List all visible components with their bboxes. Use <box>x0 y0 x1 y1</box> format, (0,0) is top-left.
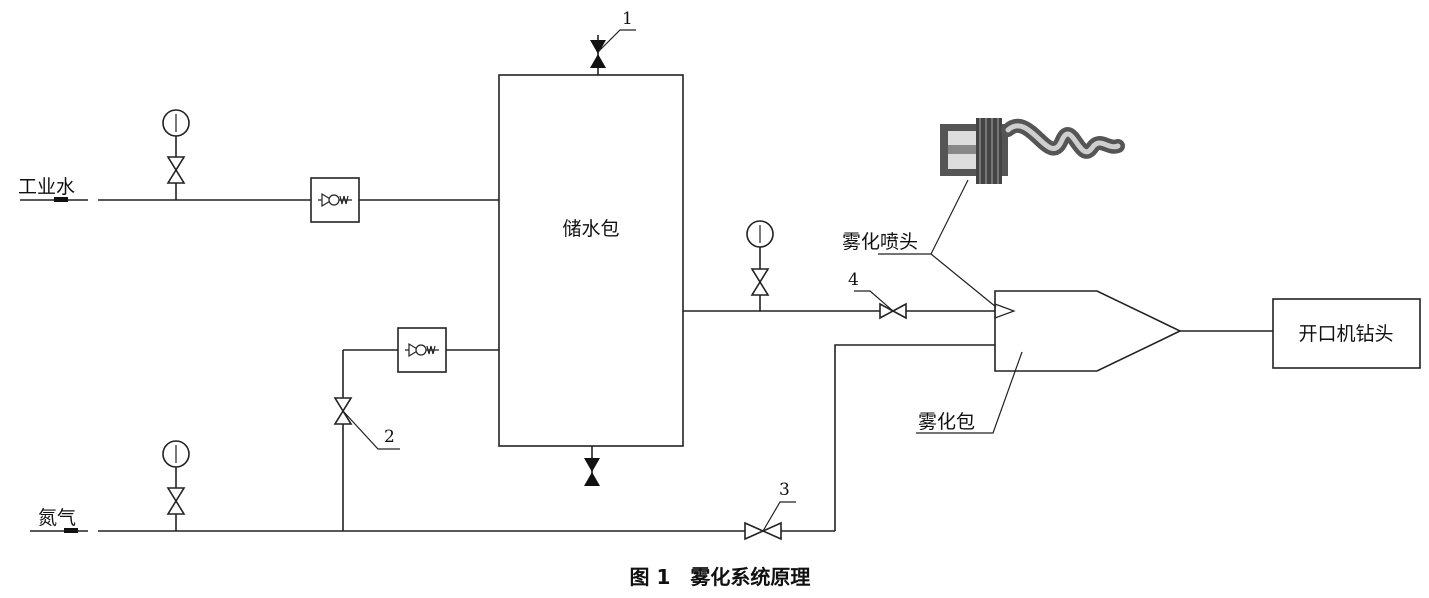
nitrogen-line <box>30 528 835 533</box>
figure-caption: 图 1 雾化系统原理 <box>630 565 811 589</box>
atomizing-chamber <box>994 290 1182 372</box>
drill-bit-box <box>1272 298 1421 369</box>
valve-number-4: 4 <box>848 270 859 290</box>
valve-number-3: 3 <box>779 480 790 500</box>
valve-number-1: 1 <box>622 9 633 29</box>
valve-number-2: 2 <box>384 427 395 447</box>
valve-4 <box>854 290 907 320</box>
nozzle-leader-line <box>878 253 997 308</box>
nitrogen-branch-line <box>333 349 499 531</box>
top-valve-1 <box>590 29 636 75</box>
pressure-gauge-icon <box>162 440 190 531</box>
nozzle-tip-icon <box>994 303 1016 319</box>
pressure-gauge-icon <box>162 109 190 200</box>
nozzle-image-leader <box>930 179 969 255</box>
industrial-water-label: 工业水 <box>18 176 75 198</box>
check-valve-water-icon <box>310 177 360 223</box>
water-tank-label: 储水包 <box>562 218 619 240</box>
atomizing-nozzle-label: 雾化喷头 <box>842 231 918 253</box>
pressure-gauge-icon <box>746 220 774 311</box>
spray-nozzle-icon <box>940 118 1125 184</box>
bottom-drain-valve <box>584 446 600 486</box>
drill-bit-label: 开口机钻头 <box>1298 323 1393 345</box>
nitrogen-to-chamber-line <box>834 344 995 531</box>
industrial-water-line <box>20 197 499 202</box>
valve-3 <box>744 501 796 541</box>
atomizing-chamber-label: 雾化包 <box>918 411 975 433</box>
water-tank <box>498 74 684 447</box>
check-valve-nitrogen-icon <box>397 327 447 373</box>
nitrogen-label: 氮气 <box>38 507 76 529</box>
chamber-leader-line <box>916 351 1023 434</box>
